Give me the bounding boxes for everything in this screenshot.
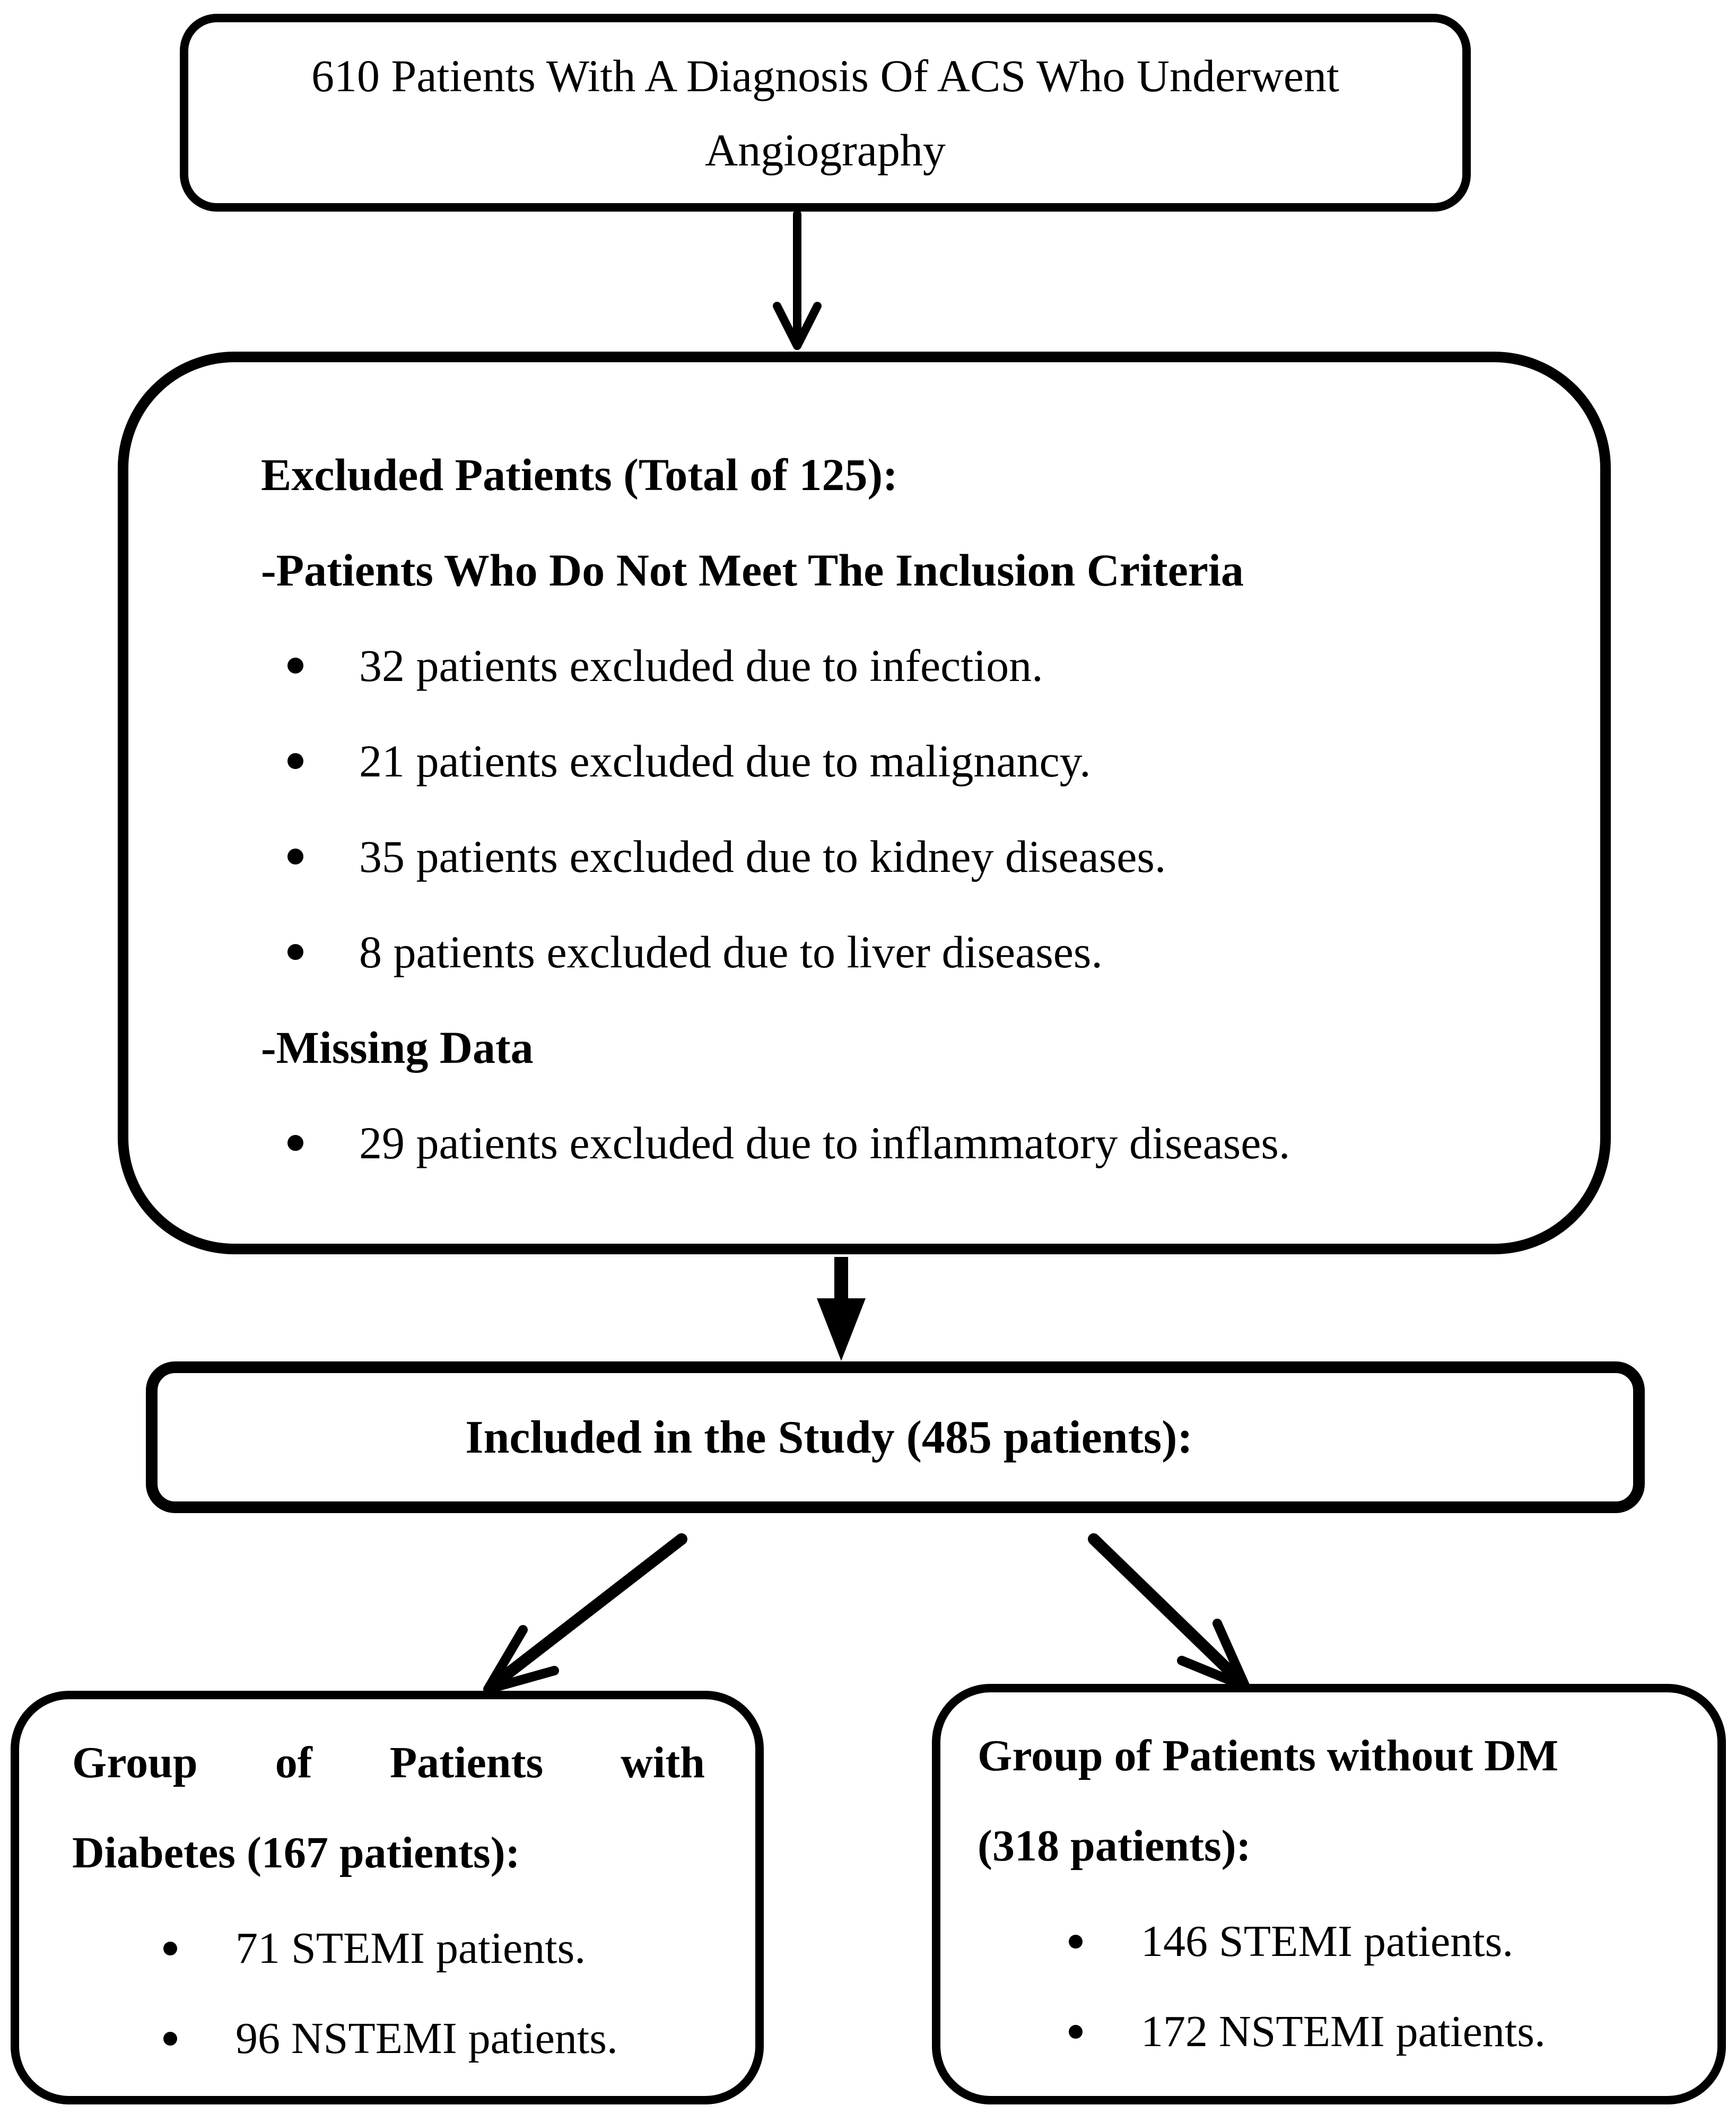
bullet-dot-icon — [163, 2032, 177, 2046]
diabetes-bullet: 96 NSTEMI patients. — [72, 1994, 705, 2084]
excluded-bullet: 8 patients excluded due to liver disease… — [261, 904, 1568, 1000]
excluded-bullet-text: 8 patients excluded due to liver disease… — [359, 927, 1103, 977]
bullet-dot-icon — [287, 849, 303, 864]
included-box: Included in the Study (485 patients): — [146, 1361, 1645, 1513]
excluded-bullet: 21 patients excluded due to malignancy. — [261, 713, 1568, 809]
no-dm-bullets: 146 STEMI patients. 172 NSTEMI patients. — [978, 1897, 1688, 2077]
top-box: 610 Patients With A Diagnosis Of ACS Who… — [180, 14, 1471, 212]
excluded-bullet: 35 patients excluded due to kidney disea… — [261, 809, 1568, 904]
excluded-bullet-text: 29 patients excluded due to inflammatory… — [359, 1117, 1290, 1168]
bullet-dot-icon — [287, 658, 303, 674]
included-box-text: Included in the Study (485 patients): — [465, 1411, 1193, 1463]
arrow-included-to-diabetes — [483, 1533, 687, 1694]
bullet-dot-icon — [287, 753, 303, 769]
diabetes-title-line1: Group of Patients with — [72, 1738, 705, 1787]
bullet-dot-icon — [163, 1942, 177, 1955]
bullet-dot-icon — [1069, 2025, 1083, 2039]
no-dm-group-box: Group of Patients without DM (318 patien… — [932, 1684, 1726, 2104]
excluded-inclusion-header: -Patients Who Do Not Meet The Inclusion … — [261, 545, 1244, 596]
excluded-bullet: 32 patients excluded due to infection. — [261, 618, 1568, 713]
excluded-title: Excluded Patients (Total of 125): — [261, 449, 898, 500]
diabetes-title-line2: Diabetes (167 patients): — [72, 1828, 520, 1877]
diabetes-bullets: 71 STEMI patients. 96 NSTEMI patients. — [72, 1903, 705, 2084]
diabetes-group-box: Group of Patients with Diabetes (167 pat… — [11, 1691, 764, 2104]
no-dm-bullet-text: 146 STEMI patients. — [1141, 1917, 1514, 1966]
diabetes-bullet: 71 STEMI patients. — [72, 1903, 705, 1994]
excluded-box: Excluded Patients (Total of 125): -Patie… — [118, 352, 1611, 1254]
arrow-top-to-excluded — [773, 210, 822, 350]
diabetes-bullet-text: 96 NSTEMI patients. — [235, 2014, 618, 2063]
arrow-included-to-no-dm — [1088, 1533, 1250, 1691]
bullet-dot-icon — [1069, 1935, 1083, 1949]
excluded-missing-header: -Missing Data — [261, 1022, 534, 1073]
top-box-text: 610 Patients With A Diagnosis Of ACS Who… — [311, 50, 1339, 176]
no-dm-bullet-text: 172 NSTEMI patients. — [1141, 2007, 1546, 2056]
bullet-dot-icon — [287, 944, 303, 960]
no-dm-bullet: 146 STEMI patients. — [978, 1897, 1688, 1987]
excluded-bullet-text: 21 patients excluded due to malignancy. — [359, 736, 1091, 787]
excluded-bullet-text: 32 patients excluded due to infection. — [359, 640, 1043, 691]
no-dm-bullet: 172 NSTEMI patients. — [978, 1987, 1688, 2077]
excluded-bullet: 29 patients excluded due to inflammatory… — [261, 1095, 1568, 1191]
no-dm-title-line1: Group of Patients without DM — [978, 1731, 1559, 1780]
no-dm-title-line2: (318 patients): — [978, 1821, 1251, 1871]
diabetes-bullet-text: 71 STEMI patients. — [235, 1924, 586, 1973]
excluded-bullet-text: 35 patients excluded due to kidney disea… — [359, 831, 1166, 882]
bullet-dot-icon — [287, 1135, 303, 1151]
arrow-excluded-to-included — [817, 1257, 866, 1361]
